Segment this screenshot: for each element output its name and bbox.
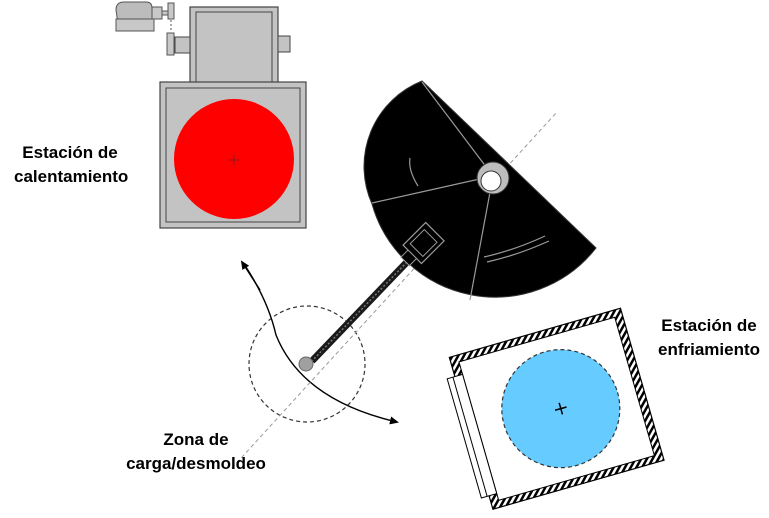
arm-body — [363, 80, 597, 298]
cooling-station — [446, 307, 665, 510]
loading-zone-circle — [248, 305, 366, 423]
cooling-station-label: Estación de enfriamiento — [654, 314, 764, 362]
heating-duct-left — [174, 36, 191, 54]
heating-station-label: Estación de calentamiento — [14, 141, 129, 189]
rotation-arrow-start — [240, 260, 261, 291]
heating-station-label-line-1: Estación de — [22, 143, 118, 162]
rotating-arm — [298, 80, 597, 372]
burner-motor-icon — [115, 1, 175, 56]
load-zone-label: Zona de carga/desmoldeo — [124, 428, 268, 476]
arm-motor-icon — [400, 221, 445, 267]
arm-segment-lines — [371, 81, 550, 301]
heating-duct-right — [277, 35, 291, 53]
heating-station — [115, 1, 307, 229]
center-mark-icon — [554, 402, 567, 415]
rotation-arrow — [243, 263, 399, 425]
load-zone-label-line-1: Zona de — [163, 430, 229, 449]
load-zone-label-line-2: carga/desmoldeo — [126, 454, 266, 473]
cooling-station-label-line-2: enfriamiento — [657, 340, 761, 359]
heating-blower-housing — [189, 6, 279, 87]
cooling-station-label-line-1: Estación de — [661, 316, 757, 335]
arm-pivot-icon — [298, 356, 314, 372]
cooling-chamber-open-side — [446, 373, 498, 499]
heating-station-label-line-2: calentamiento — [14, 167, 129, 186]
center-mark-icon — [229, 155, 239, 165]
